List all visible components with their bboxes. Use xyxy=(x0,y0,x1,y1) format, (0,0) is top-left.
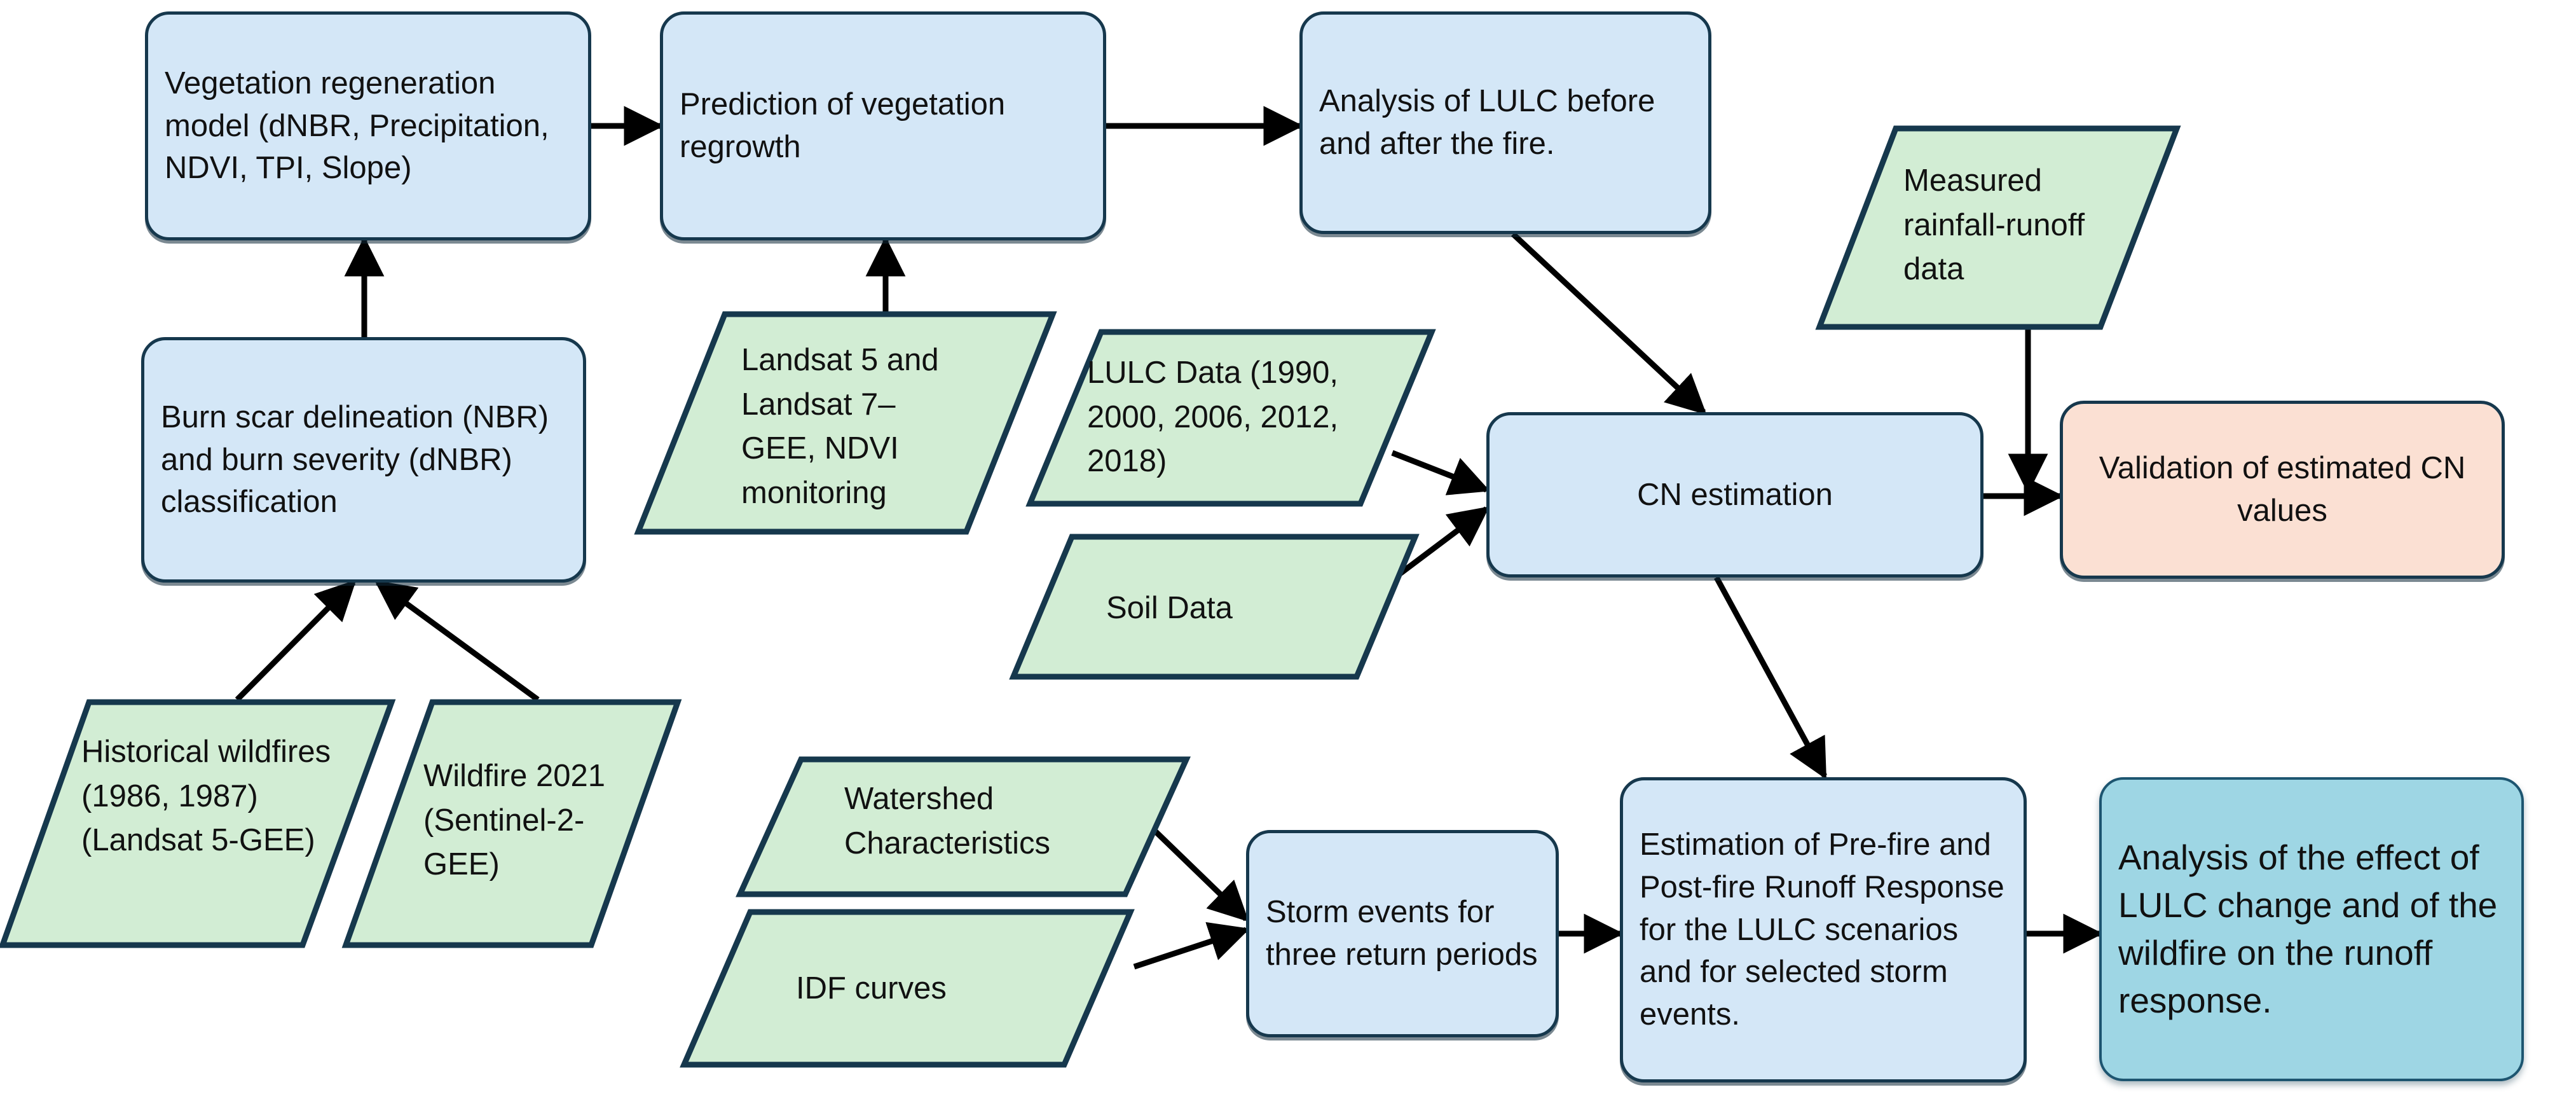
parallelogram-shape xyxy=(680,909,1135,1068)
edge-wildfire2021-to-burnscar xyxy=(374,580,540,702)
node-lulc-data[interactable]: LULC Data (1990, 2000, 2006, 2012, 2018) xyxy=(1025,329,1436,507)
node-estimation-pre-post-fire-runoff[interactable]: Estimation of Pre-fire and Post-fire Run… xyxy=(1620,777,2027,1082)
node-burn-scar-delineation[interactable]: Burn scar delineation (NBR) and burn sev… xyxy=(141,337,586,583)
parallelogram-shape xyxy=(341,699,682,948)
edge-historical-to-burnscar xyxy=(235,579,357,702)
edge-idf-to-storm xyxy=(1133,922,1250,970)
node-label: IDF curves xyxy=(796,971,947,1006)
node-validation-of-estimated-cn-values[interactable]: Validation of estimated CN values xyxy=(2060,401,2505,579)
node-prediction-of-vegetation-regrowth[interactable]: Prediction of vegetation regrowth xyxy=(660,11,1106,240)
node-vegetation-regeneration-model[interactable]: Vegetation regeneration model (dNBR, Pre… xyxy=(145,11,591,240)
parallelogram-shape xyxy=(634,311,1057,535)
node-soil-data[interactable]: Soil Data xyxy=(1009,534,1420,680)
node-landsat-5-7-gee-ndvi[interactable]: Landsat 5 and Landsat 7– GEE, NDVI monit… xyxy=(634,311,1057,535)
parallelogram-shape xyxy=(736,756,1191,897)
node-label: Vegetation regeneration model (dNBR, Pre… xyxy=(165,66,549,186)
node-label: Prediction of vegetation regrowth xyxy=(680,87,1006,164)
node-label: Measured rainfall-runoff data xyxy=(1903,163,2085,287)
node-wildfire-2021[interactable]: Wildfire 2021 (Sentinel-2-GEE) xyxy=(341,699,682,948)
node-measured-rainfall-runoff-data[interactable]: Measured rainfall-runoff data xyxy=(1815,125,2181,330)
node-watershed-characteristics[interactable]: Watershed Characteristics xyxy=(736,756,1191,897)
node-label: Estimation of Pre-fire and Post-fire Run… xyxy=(1640,827,2004,1032)
node-label: CN estimation xyxy=(1637,477,1833,512)
node-label: Validation of estimated CN values xyxy=(2099,451,2466,528)
node-label: Storm events for three return periods xyxy=(1266,895,1538,972)
parallelogram-shape xyxy=(1025,329,1436,507)
node-label: Soil Data xyxy=(1106,591,1233,625)
node-analysis-of-lulc-before-after-fire[interactable]: Analysis of LULC before and after the fi… xyxy=(1299,11,1711,234)
node-label: Analysis of the effect of LULC change an… xyxy=(2118,838,2498,1020)
node-historical-wildfires[interactable]: Historical wildfires (1986, 1987) (Lands… xyxy=(0,699,396,948)
node-label: Historical wildfires (1986, 1987) (Lands… xyxy=(81,735,331,858)
node-label: Watershed Characteristics xyxy=(844,782,1051,861)
node-label: Landsat 5 and Landsat 7– GEE, NDVI monit… xyxy=(741,343,939,510)
edge-analysis-to-cn xyxy=(1511,232,1707,415)
node-label: Analysis of LULC before and after the fi… xyxy=(1319,84,1655,161)
edge-cn-to-runoffestimation xyxy=(1714,576,1827,780)
parallelogram-shape xyxy=(1009,534,1420,680)
node-label: LULC Data (1990, 2000, 2006, 2012, 2018) xyxy=(1087,356,1339,479)
parallelogram-shape xyxy=(0,699,396,948)
node-idf-curves[interactable]: IDF curves xyxy=(680,909,1135,1068)
parallelogram-shape xyxy=(1815,125,2181,330)
node-cn-estimation[interactable]: CN estimation xyxy=(1486,412,1983,577)
node-label: Wildfire 2021 (Sentinel-2-GEE) xyxy=(423,759,605,882)
node-storm-events-three-return-periods[interactable]: Storm events for three return periods xyxy=(1246,830,1559,1037)
node-analysis-of-effect-lulc-change-wildfire-runoff[interactable]: Analysis of the effect of LULC change an… xyxy=(2099,777,2524,1081)
node-label: Burn scar delineation (NBR) and burn sev… xyxy=(161,400,549,520)
